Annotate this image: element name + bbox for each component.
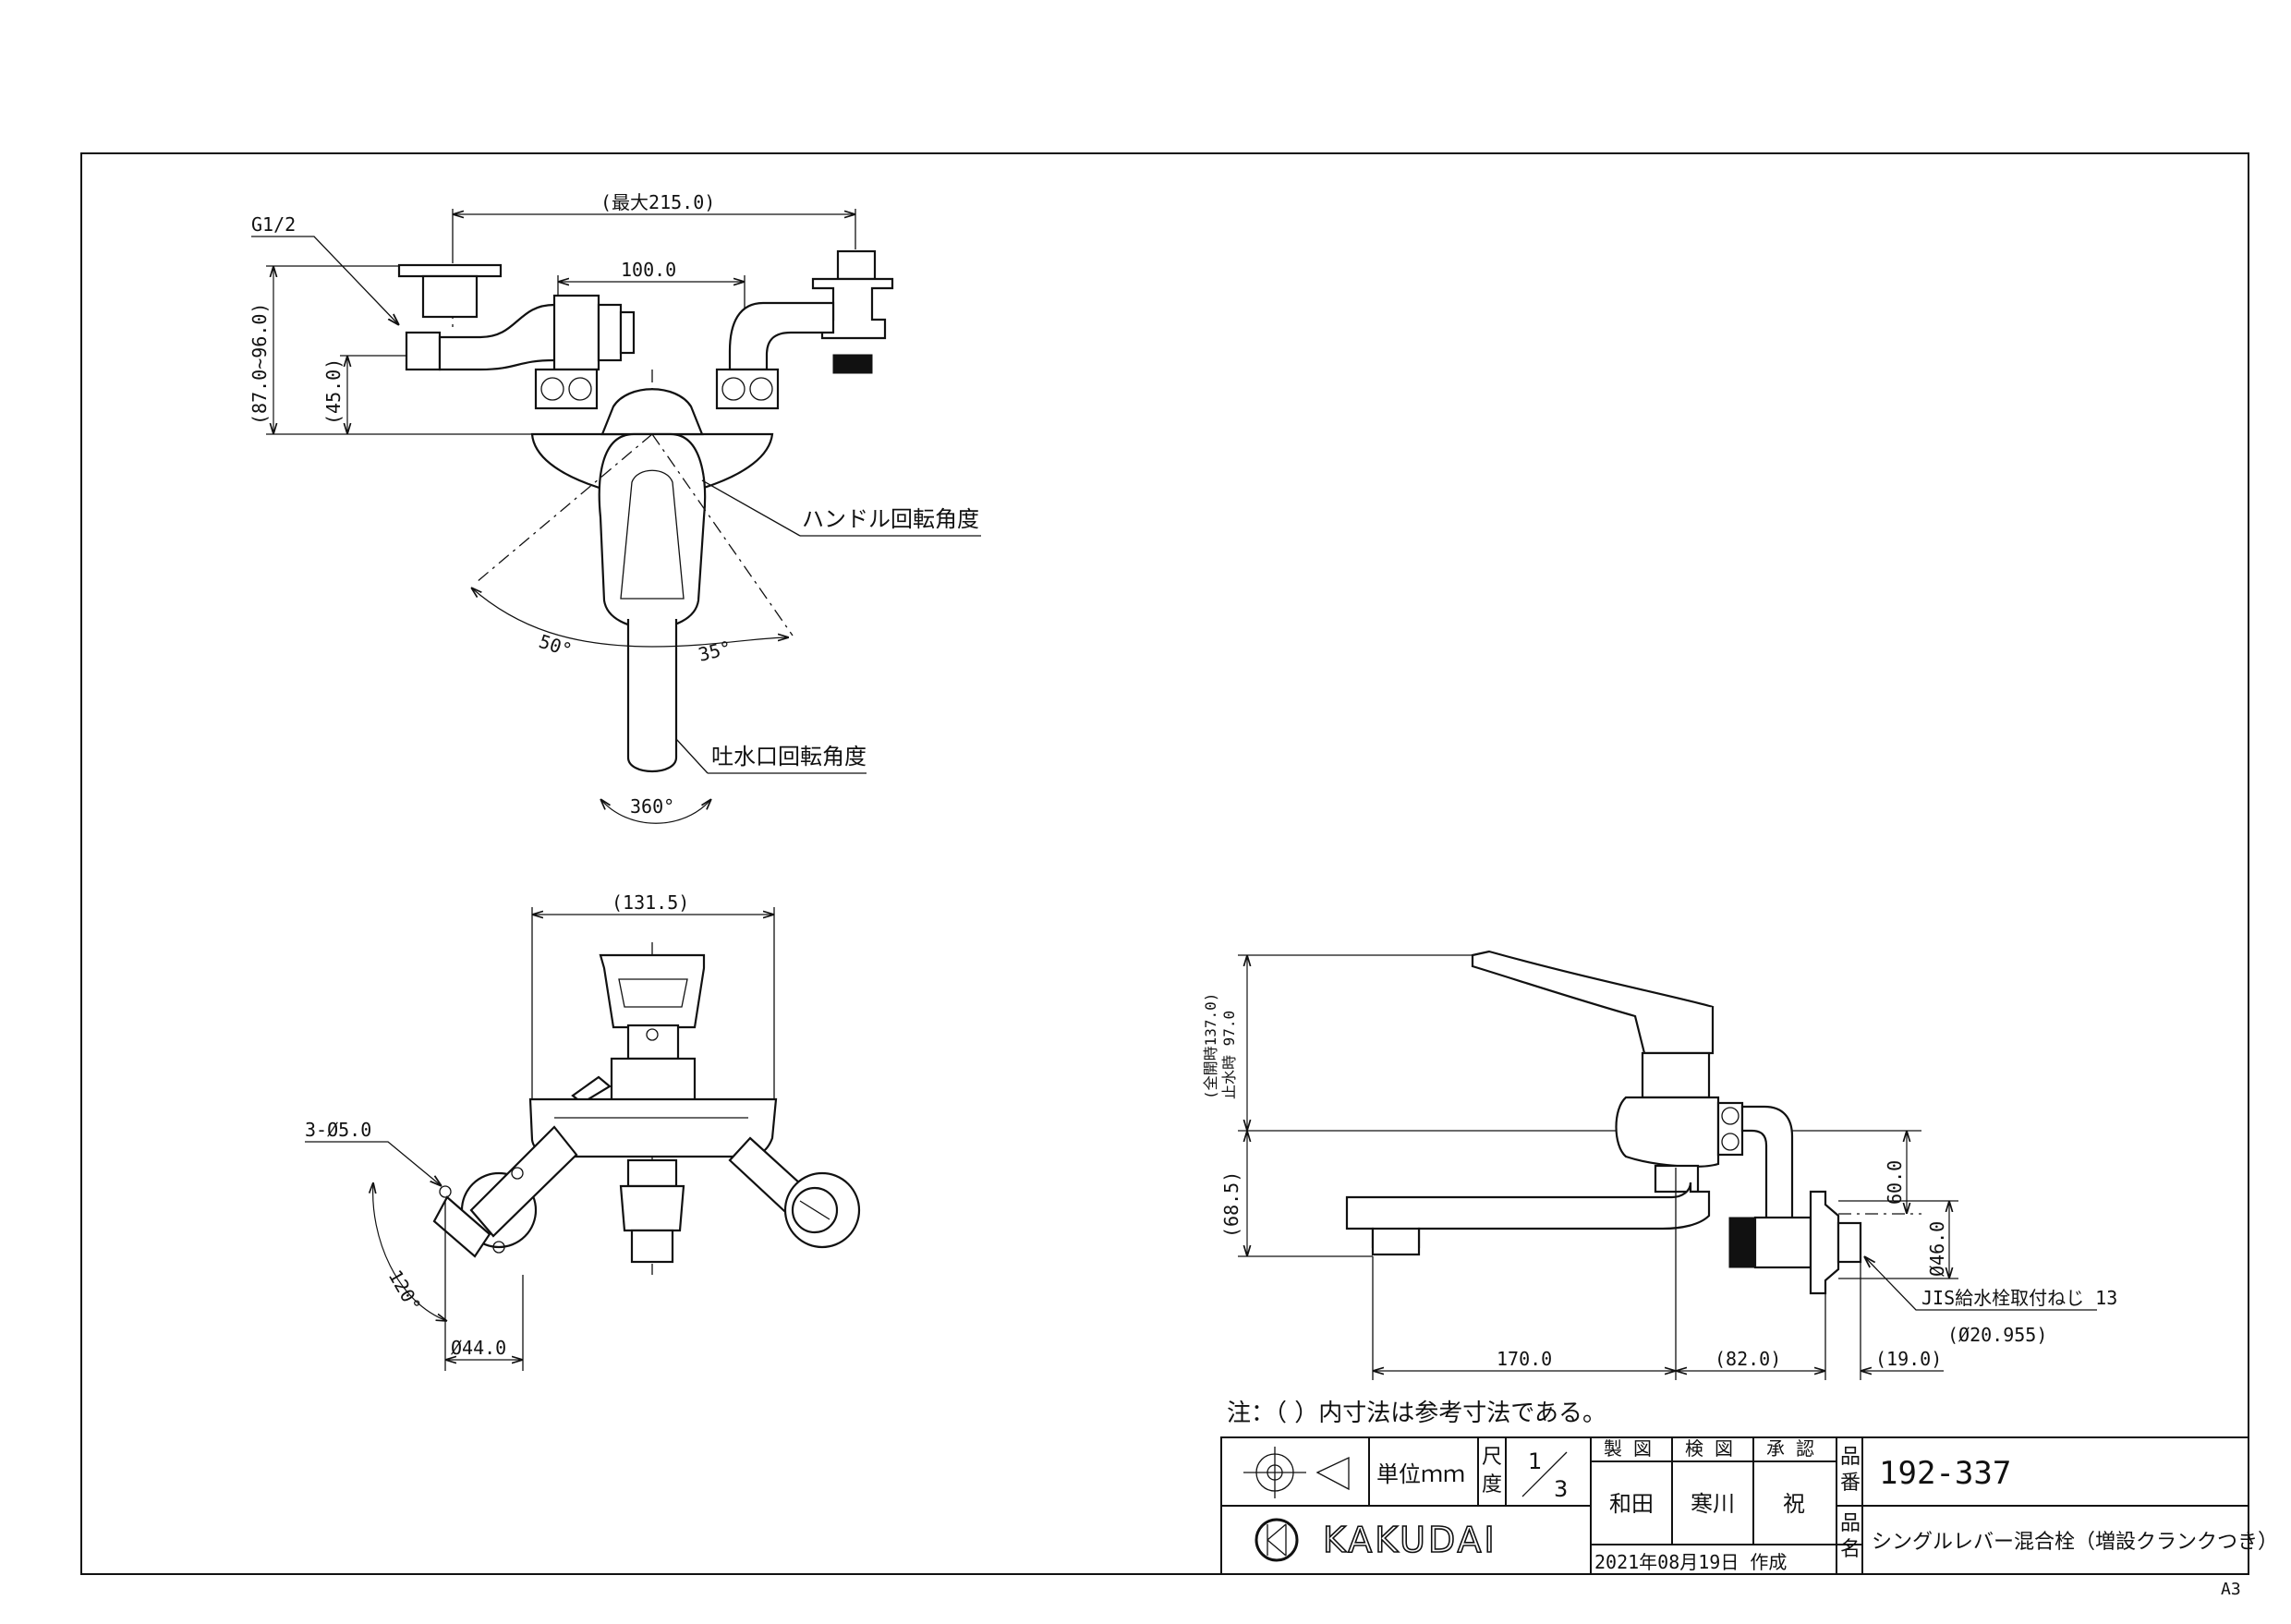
dim-center-height: 60.0 [1884,1160,1906,1205]
dim-center: 100.0 [621,259,676,281]
front-view: (131.5) 3-Ø5.0 120° [305,891,861,1371]
thread-label: G1/2 [251,213,296,236]
header-checked: 検 図 [1685,1437,1733,1460]
header-drawn: 製 図 [1604,1437,1652,1460]
jis-dia: (Ø20.955) [1947,1324,2047,1346]
dim-dia: Ø46.0 [1926,1221,1948,1277]
part-no: 192-337 [1879,1455,2011,1492]
part-name-label-1: 品 [1840,1512,1861,1535]
drawn-by: 和田 [1609,1491,1654,1517]
dim-closed: 止水時 97.0 [1220,1011,1238,1099]
sheet-size: A3 [2221,1580,2241,1599]
sheet-frame [80,152,2249,1575]
flange-dia: Ø44.0 [451,1337,506,1359]
dim-height-range: (87.0~96.0) [248,303,271,425]
spout-angle: 360° [630,795,674,818]
checked-by: 寒川 [1691,1491,1735,1517]
jis-label: JIS給水栓取付ねじ 13 [1921,1287,2117,1309]
handle-angle-label: ハンドル回転角度 [802,506,979,532]
title-block: 単位ｍｍ 尺 度 1 3 製 図 検 図 承 認 和田 寒川 祝 品 番 192… [1220,1436,2278,1575]
dim-offset: (82.0) [1715,1348,1781,1370]
scale-num: 1 [1528,1448,1542,1474]
company-name: KAKUDAI [1323,1520,1497,1560]
part-no-label-1: 品 [1840,1446,1861,1469]
holes-label: 3-Ø5.0 [305,1119,371,1141]
top-view: (最大215.0) 100.0 (87.0~96.0) (45.0) G1/2 [248,191,981,824]
header-approved: 承 認 [1766,1437,1814,1460]
scale-label-2: 度 [1482,1473,1502,1497]
date: 2021年08月19日 作成 [1594,1551,1787,1573]
spout-angle-label: 吐水口回転角度 [711,744,867,770]
dim-end: (19.0) [1875,1348,1942,1370]
flange-angle: 120° [384,1266,426,1316]
part-name: シングルレバー混合栓（増設クランクつき） [1872,1531,2278,1554]
dim-height-min: (45.0) [322,358,345,425]
dim-max-width: (最大215.0) [600,191,715,213]
angle-right: 35° [696,636,733,666]
part-no-label-2: 番 [1840,1472,1861,1495]
dim-width: (131.5) [612,891,689,914]
scale-label-1: 尺 [1482,1446,1502,1469]
angle-left: 50° [536,630,575,661]
note: 注：（ ）内寸法は参考寸法である。 [1227,1400,1606,1427]
dim-full-open: (全開時137.0) [1202,993,1219,1099]
dim-spout: 170.0 [1497,1348,1552,1370]
dim-lower: (68.5) [1220,1171,1242,1238]
scale-den: 3 [1554,1476,1568,1502]
approved-by: 祝 [1783,1491,1805,1517]
third-angle-projection-icon [1243,1447,1350,1498]
unit-label: 単位ｍｍ [1376,1461,1465,1487]
side-view: (全開時137.0) 止水時 97.0 (68.5) 60.0 Ø46.0 [1202,950,2117,1380]
part-name-label-2: 名 [1840,1538,1861,1561]
kakudai-logo [1255,1518,1299,1562]
